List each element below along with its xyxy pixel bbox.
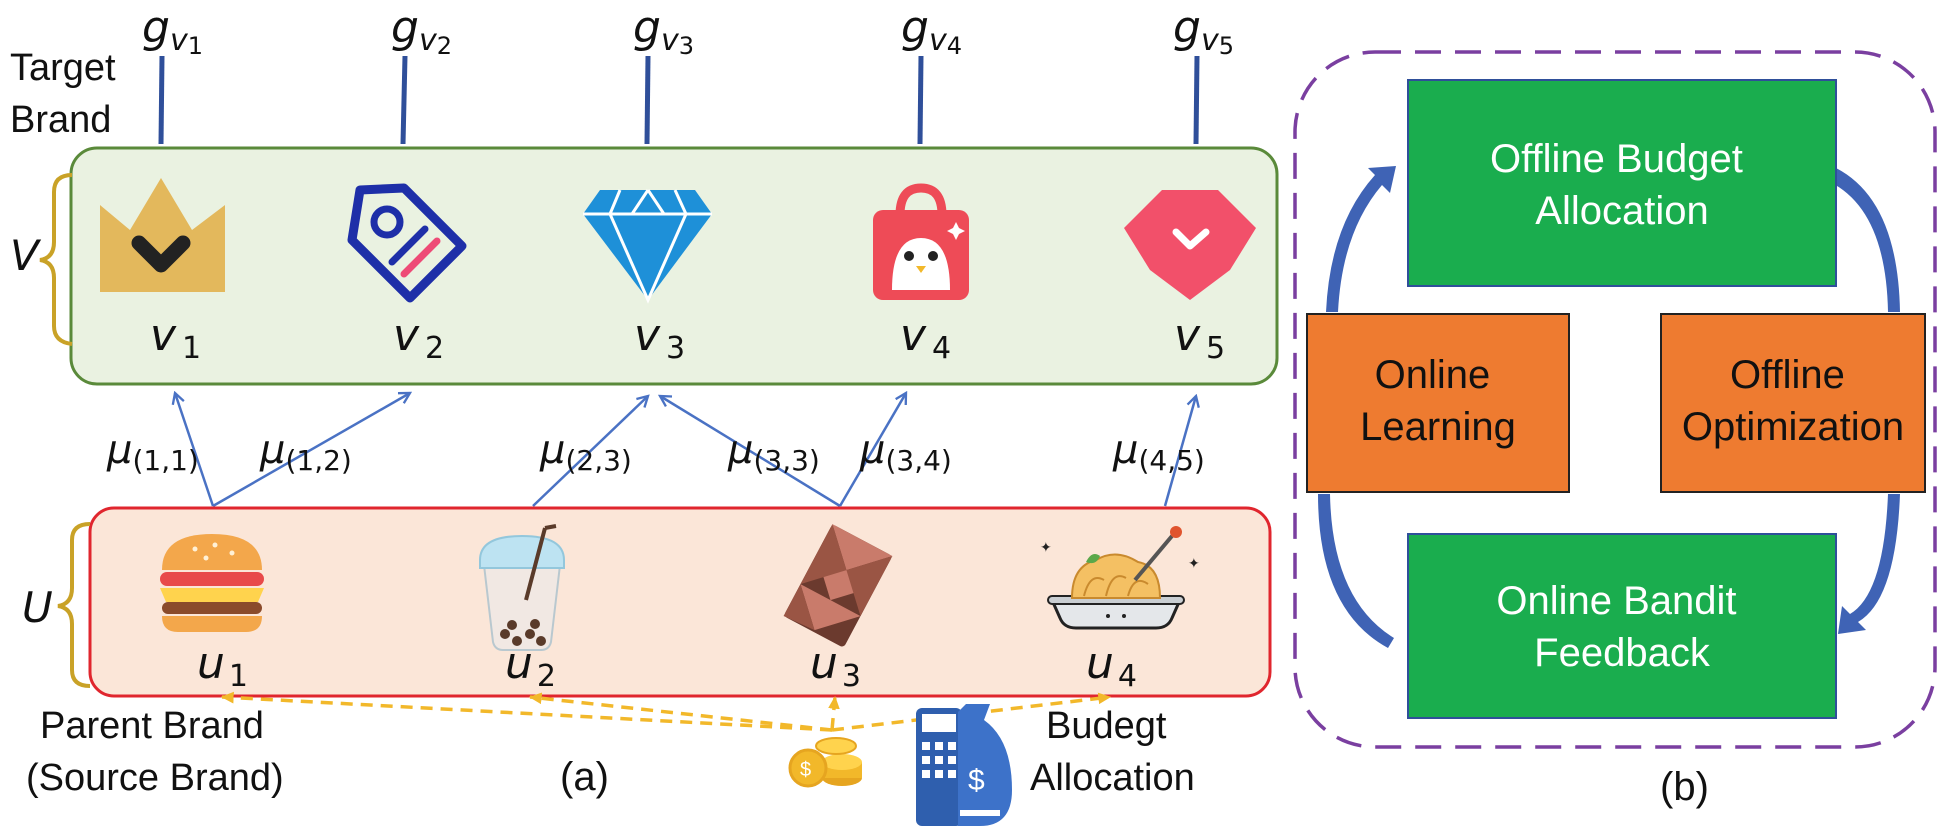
g-line <box>1193 55 1200 145</box>
g-line <box>400 55 408 145</box>
shopping-bag-icon <box>873 183 969 300</box>
svg-text:$: $ <box>800 759 811 781</box>
edge-4-5 <box>1163 396 1196 507</box>
u-brace <box>57 522 91 688</box>
panel-b: Offline Budget Allocation Online Learnin… <box>1293 50 1937 809</box>
source-brand-box <box>88 506 1272 698</box>
panel-a: gv1 gv2 gv3 gv4 gv5 Target Brand V <box>10 2 1279 826</box>
offline-optimization-box <box>1660 313 1926 493</box>
cycle-arrow-top-right <box>1830 168 1900 312</box>
cycle-frame <box>1293 50 1937 749</box>
mu-label: μ(1,2) <box>259 427 352 477</box>
coins-icon: $ <box>788 737 862 788</box>
tag-icon <box>347 183 467 303</box>
bubble-tea-icon <box>479 524 565 651</box>
offline-budget-box <box>1407 79 1837 287</box>
budget-arrow <box>828 695 840 731</box>
chocolate-icon <box>783 524 893 647</box>
pasta-icon: ✦ ✦ <box>1040 526 1200 630</box>
svg-text:$: $ <box>968 764 985 797</box>
g-line <box>158 55 165 145</box>
edge-1-1 <box>175 393 215 507</box>
cycle-arrow-bottom-right <box>1838 494 1900 634</box>
cycle-arrow-top-left <box>1326 166 1396 312</box>
target-brand-label: Target Brand <box>10 47 126 141</box>
budget-arrow <box>831 692 1112 732</box>
edges <box>175 393 1196 508</box>
mu-label: μ(3,3) <box>727 427 820 477</box>
target-brand-box <box>69 146 1279 386</box>
budget-arrow <box>528 692 833 732</box>
online-bandit-text: Online Bandit Feedback <box>1496 579 1747 675</box>
caption-b: (b) <box>1660 765 1709 809</box>
edge-1-2 <box>212 393 410 508</box>
budget-arrow <box>220 691 833 732</box>
heart-badge-icon <box>1124 190 1256 300</box>
cycle-arrow-bottom-left <box>1318 494 1394 648</box>
mu-label: μ(1,1) <box>106 427 199 477</box>
cycle-arrows <box>1318 166 1900 648</box>
mu-labels: μ(1,1) μ(1,2) μ(2,3) μ(3,3) μ(3,4) μ(4,5… <box>106 427 1205 477</box>
mu-label: μ(4,5) <box>1112 427 1205 477</box>
edge-3-4 <box>838 393 906 507</box>
crown-icon <box>100 178 225 292</box>
online-learning-text: Online Learning <box>1360 353 1516 449</box>
g-line <box>644 55 651 145</box>
mu-label: μ(2,3) <box>539 427 632 477</box>
v-brace <box>39 173 73 346</box>
set-u-label: U <box>22 583 53 632</box>
g-label: gv3 <box>633 2 694 60</box>
g-lines <box>158 55 1200 145</box>
online-learning-box <box>1306 313 1570 493</box>
edge-3-3 <box>660 396 841 508</box>
g-label: gv4 <box>901 2 962 60</box>
parent-brand-label: Parent Brand (Source Brand) <box>26 705 284 799</box>
budget-arrows <box>220 691 1112 732</box>
g-label: gv1 <box>142 2 203 60</box>
budget-allocation-label: Budegt Allocation <box>1030 705 1195 799</box>
set-v-label: V <box>10 231 42 280</box>
offline-budget-text: Offline Budget Allocation <box>1490 137 1754 233</box>
offline-optimization-text: Offline Optimization <box>1682 353 1904 449</box>
diamond-icon <box>583 189 712 304</box>
burger-icon <box>160 534 264 632</box>
caption-a: (a) <box>560 755 609 799</box>
g-label: gv2 <box>391 2 452 60</box>
edge-2-3 <box>532 396 648 507</box>
money-bag-calculator-icon: $ <box>916 704 1012 826</box>
g-label: gv5 <box>1173 2 1234 60</box>
online-bandit-box <box>1407 533 1837 719</box>
svg-text:✦: ✦ <box>1040 539 1052 555</box>
g-line <box>917 55 924 145</box>
svg-text:✦: ✦ <box>1188 555 1200 571</box>
g-labels: gv1 gv2 gv3 gv4 gv5 <box>142 2 1234 60</box>
mu-label: μ(3,4) <box>859 427 952 477</box>
